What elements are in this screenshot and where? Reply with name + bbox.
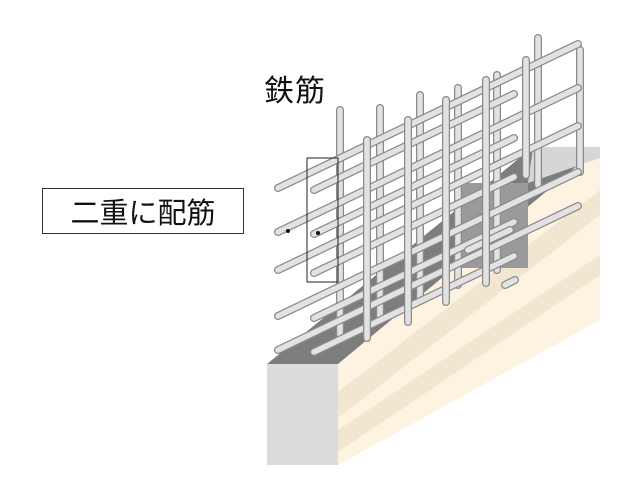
rebar-end-dot [316,231,320,235]
rebar-horizontal-outer [275,169,581,319]
rebar-end-dot [286,229,290,233]
rebar-horizontal-inner [311,219,517,321]
rebar-grid [274,34,584,356]
rebar-horizontal-outer [275,203,581,353]
double-rebar-bracket [306,157,339,283]
rebar-horizontal-inner [311,91,517,193]
rebar-horizontal-inner [311,174,517,276]
wall-front-face [267,364,338,465]
double-rebar-label: 二重に配筋 [42,188,244,234]
wall-side-band [338,190,600,418]
rebar-horizontal-inner [311,135,517,237]
wall-side-band [338,255,600,452]
rebar-horizontal-inner [311,253,517,355]
rebar-horizontal-inner [502,277,518,288]
rebar-title: 鉄筋 [264,74,326,109]
double-rebar-label-text: 二重に配筋 [70,196,216,230]
